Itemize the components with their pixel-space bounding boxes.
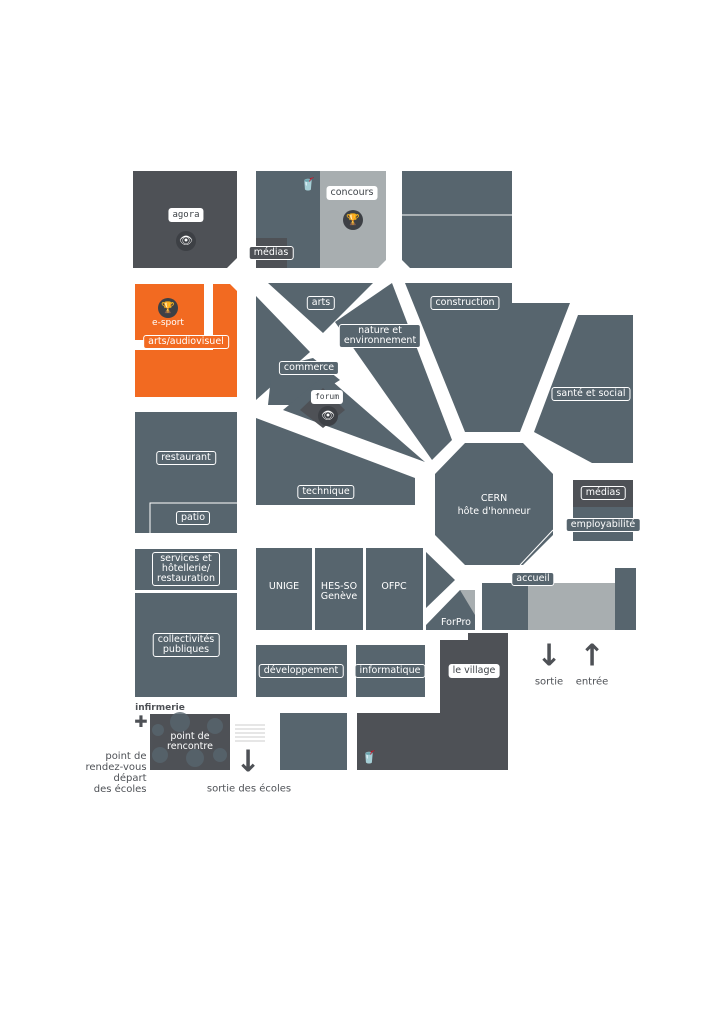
trophy-icon: 🏆 — [158, 298, 178, 318]
label-concours: concours — [326, 186, 378, 200]
trophy-icon: 🏆 — [343, 210, 363, 230]
arts-audiovisuel-area — [135, 284, 237, 397]
label-cern-subtitle: hôte d'honneur — [457, 506, 531, 517]
label-hesso: HES-SO Genève — [320, 581, 358, 602]
label-unige: UNIGE — [268, 581, 300, 592]
label-services: services et hôtellerie/ restauration — [152, 552, 220, 586]
label-employabilite: employabilité — [565, 518, 641, 532]
first-aid-cross-icon: ✚ — [134, 712, 148, 731]
arrow-up-icon: ↑ — [579, 638, 605, 674]
label-sortie-ecoles: sortie des écoles — [206, 783, 292, 795]
hesso-area — [315, 548, 363, 630]
label-arts: arts — [306, 296, 336, 310]
label-developpement: développement — [258, 664, 344, 678]
ofpc-area — [366, 548, 423, 630]
label-nature: nature et environnement — [338, 324, 422, 348]
arrow-down-icon: ↓ — [536, 638, 562, 674]
technique-area — [256, 418, 415, 505]
label-cern: CERN — [480, 493, 508, 504]
label-accueil: accueil — [511, 572, 555, 586]
label-ofpc: OFPC — [381, 581, 407, 592]
top-right-block — [402, 171, 512, 268]
accueil-area — [482, 583, 528, 630]
village-area — [440, 633, 508, 770]
eye-icon: 👁 — [318, 406, 338, 426]
label-commerce: commerce — [278, 361, 340, 375]
forpro-area — [426, 590, 475, 630]
label-rendez-vous: point de rendez-vous départ des écoles — [85, 751, 147, 795]
label-village: le village — [448, 664, 500, 678]
label-infirmerie: infirmerie — [135, 703, 185, 713]
construction-area — [405, 283, 570, 432]
label-informatique: informatique — [354, 664, 426, 678]
drink-icon: 🥤 — [300, 177, 316, 191]
label-sante: santé et social — [551, 387, 631, 401]
label-patio: patio — [175, 511, 211, 525]
label-forum: forum — [310, 390, 344, 404]
drink-icon: 🥤 — [361, 750, 377, 764]
label-entree: entrée — [575, 676, 609, 688]
label-technique: technique — [297, 485, 355, 499]
label-esport: e-sport — [152, 318, 184, 328]
label-restaurant: restaurant — [156, 451, 216, 465]
label-medias-right: médias — [580, 486, 626, 500]
eye-icon: 👁 — [176, 231, 196, 251]
label-collectivites: collectivités publiques — [152, 633, 220, 657]
cern-area — [435, 443, 553, 565]
commerce-left-area — [256, 296, 310, 400]
label-construction: construction — [430, 296, 500, 310]
unige-area — [256, 548, 312, 630]
label-arts-audiovisuel: arts/audiovisuel — [143, 335, 229, 349]
label-agora: agora — [168, 208, 204, 222]
label-medias-top: médias — [248, 246, 294, 260]
label-forpro: ForPro — [441, 617, 471, 628]
label-sortie: sortie — [534, 676, 564, 688]
arrow-down-icon: ↓ — [235, 744, 261, 780]
label-point-rencontre: point de rencontre — [167, 731, 213, 752]
